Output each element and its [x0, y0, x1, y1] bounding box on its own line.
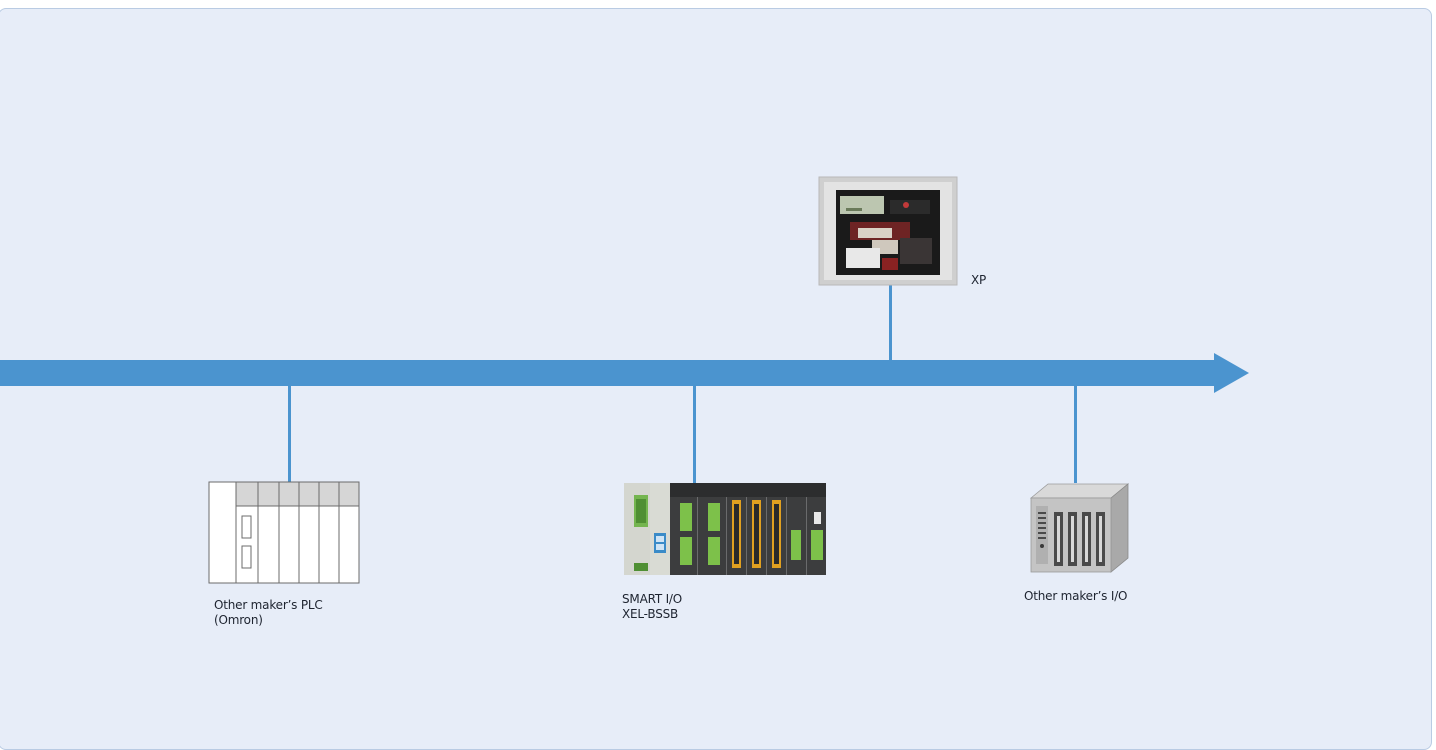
- io-chassis-icon: [1029, 483, 1130, 573]
- touch-panel-icon: [818, 176, 958, 286]
- network-bus-arrow: [0, 353, 1249, 393]
- xp-connector-line: [889, 284, 892, 361]
- other-io-connector-line: [1074, 385, 1077, 483]
- smart-io-module-icon: [624, 483, 826, 575]
- plc-connector-line: [288, 385, 291, 482]
- plc-rack-icon: [208, 481, 360, 584]
- network-diagram: [0, 176, 1249, 584]
- smart-io-connector-line: [693, 385, 696, 483]
- smart-io-label-line2: XEL-BSSB: [622, 607, 679, 621]
- other-io-label: Other maker’s I/O: [1024, 589, 1128, 603]
- smart-io-label-line1: SMART I/O: [622, 592, 683, 606]
- other-plc-label-line2: (Omron): [214, 613, 263, 627]
- other-plc-label-line1: Other maker’s PLC: [214, 598, 323, 612]
- xp-label: XP: [971, 273, 987, 287]
